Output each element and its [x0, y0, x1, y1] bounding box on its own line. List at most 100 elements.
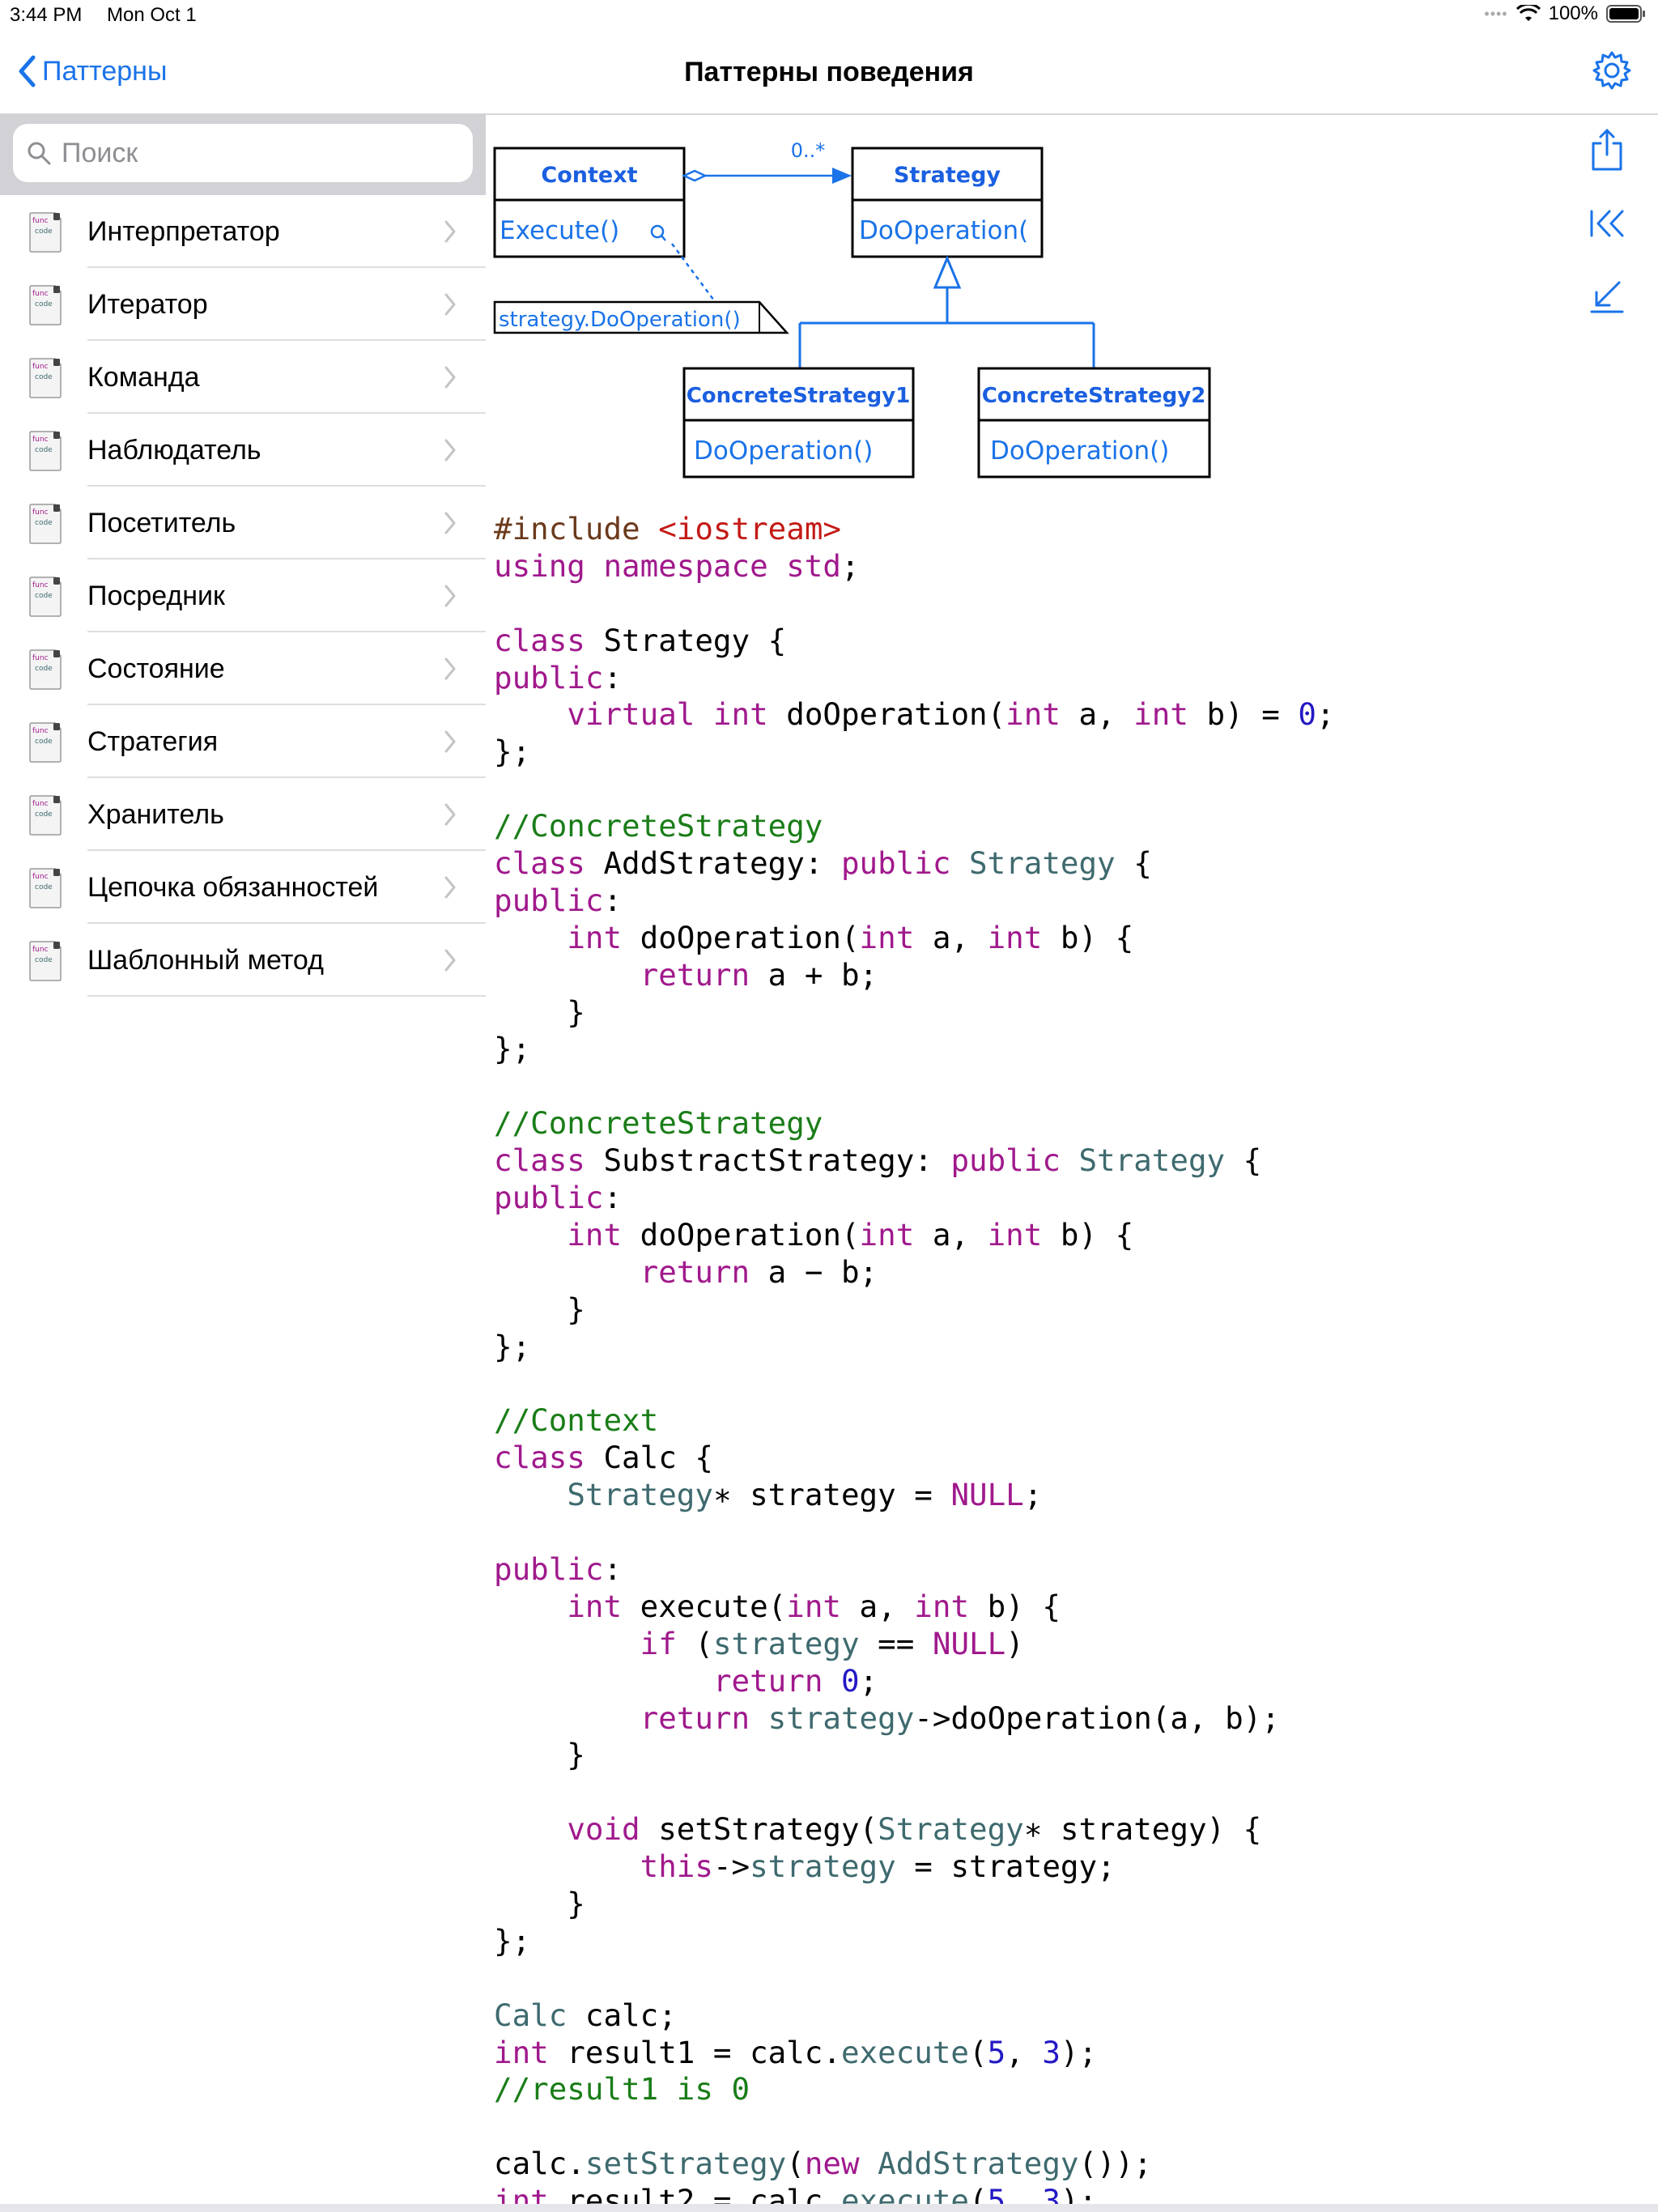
uml-class-strategy: Strategy DoOperation(: [851, 147, 1044, 258]
icon-text-func: func: [32, 654, 49, 662]
code-token: [823, 1663, 841, 1699]
code-token: Strategy: [969, 845, 1116, 882]
code-token: :: [603, 1551, 623, 1587]
icon-text-code: code: [35, 592, 53, 600]
navigation-bar: Паттерны Паттерны поведения: [0, 31, 1658, 115]
uml-note: strategy.DoOperation(): [493, 243, 789, 334]
code-line: return strategy->doOperation(a, b);: [494, 1700, 1335, 1738]
jump-to-start-button[interactable]: [1587, 203, 1627, 244]
code-line: if (strategy == NULL): [494, 1626, 1335, 1663]
code-token: SubstractStrategy:: [585, 1142, 951, 1179]
icon-text-code: code: [35, 665, 53, 673]
settings-button[interactable]: [1590, 49, 1634, 96]
collapse-button[interactable]: [1587, 276, 1627, 317]
search-icon: [28, 142, 51, 165]
status-right: •••• 100%: [1484, 2, 1647, 25]
code-token: (: [786, 2146, 805, 2182]
code-token: int: [786, 1588, 841, 1624]
back-button[interactable]: Паттерны: [18, 55, 167, 87]
code-line: //ConcreteStrategy: [494, 1105, 1335, 1142]
code-token: };: [494, 1328, 531, 1364]
uml-concrete1-name: ConcreteStrategy1: [687, 384, 911, 408]
sidebar-item-label: Посредник: [87, 580, 225, 611]
code-line: Calc calc;: [494, 1997, 1335, 2035]
code-token: [494, 1811, 567, 1847]
chevron-right-icon: [444, 293, 456, 316]
code-token: //ConcreteStrategy: [494, 1105, 823, 1142]
chevron-right-icon: [444, 949, 456, 972]
func-code-doc-icon: func code: [29, 576, 62, 617]
code-line: virtual int doOperation(int a, int b) = …: [494, 696, 1334, 734]
sidebar-item-label: Хранитель: [87, 798, 224, 830]
chevron-right-icon: [444, 366, 456, 389]
code-token: ,: [1005, 2034, 1043, 2070]
code-token: calc;: [567, 1997, 677, 2033]
code-token: [494, 1217, 567, 1253]
code-line: class Strategy {: [494, 623, 1335, 660]
code-token: class: [494, 622, 585, 658]
code-token: ;: [840, 547, 878, 584]
icon-text-func: func: [32, 581, 49, 589]
sidebar-item[interactable]: func code Посредник: [0, 559, 486, 632]
sidebar-item-label: Итератор: [87, 288, 208, 320]
gear-icon: [1592, 51, 1631, 90]
sidebar-item-label: Стратегия: [87, 725, 219, 757]
share-icon: [1592, 129, 1622, 171]
code-token: public: [950, 1142, 1061, 1179]
code-line: int doOperation(int a, int b) {: [494, 920, 1335, 957]
code-token: result1 = calc.: [548, 2034, 841, 2070]
code-token: [950, 845, 969, 881]
code-token: }: [494, 1737, 585, 1773]
code-token: execute(: [622, 1588, 787, 1624]
code-line: };: [494, 1031, 1335, 1068]
share-button[interactable]: [1587, 127, 1627, 172]
row-separator: [87, 922, 486, 924]
bottom-bar: [0, 2204, 1658, 2212]
uml-context-name: Context: [541, 163, 637, 188]
arrow-down-left-icon: [1590, 281, 1624, 313]
icon-text-func: func: [32, 727, 49, 735]
code-line: }: [494, 1291, 1335, 1329]
code-token: ∗ strategy =: [712, 1477, 951, 1513]
uml-concrete1-method: DoOperation(): [694, 436, 873, 466]
code-token: int: [494, 2034, 549, 2070]
code-line: class Calc {: [494, 1440, 1335, 1477]
code-token: this: [640, 1848, 713, 1885]
code-token: a + b;: [750, 956, 878, 993]
code-token: class: [494, 1142, 585, 1179]
code-token: //ConcreteStrategy: [494, 808, 823, 844]
code-token: if: [640, 1625, 677, 1661]
row-separator: [87, 776, 486, 778]
code-line: }: [494, 1886, 1335, 1923]
code-token: virtual int: [567, 696, 768, 733]
uml-association: 0..*: [682, 139, 852, 184]
code-token: int: [859, 1216, 915, 1253]
code-token: NULL: [950, 1477, 1024, 1513]
code-token: strategy: [750, 1848, 896, 1885]
uml-strategy-name: Strategy: [894, 163, 1001, 188]
search-input[interactable]: [60, 136, 452, 170]
chevron-right-icon: [444, 439, 456, 462]
code-token: b) {: [969, 1588, 1061, 1624]
code-token: public: [840, 845, 951, 882]
code-token: return: [640, 956, 750, 993]
code-token: 0: [840, 1662, 860, 1699]
code-token: int: [567, 1216, 623, 1253]
icon-text-func: func: [32, 290, 49, 298]
code-token: return: [712, 1662, 823, 1699]
code-token: #include: [494, 511, 659, 547]
code-token: 5: [987, 2034, 1006, 2070]
code-token: Strategy: [1078, 1142, 1226, 1179]
search-field[interactable]: [13, 124, 473, 182]
